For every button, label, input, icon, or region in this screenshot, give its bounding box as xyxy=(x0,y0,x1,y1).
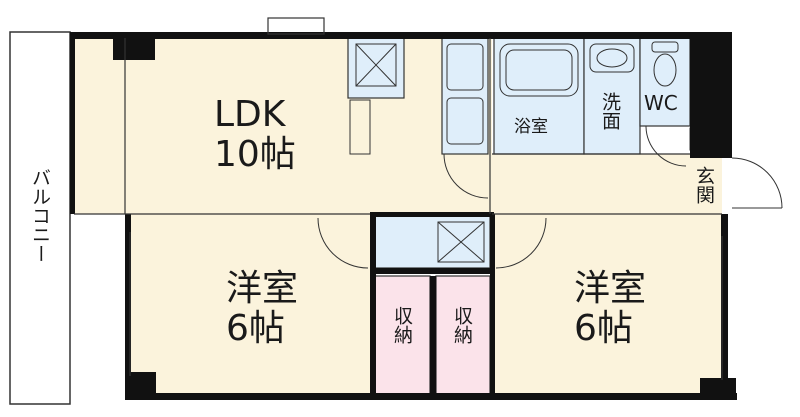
kitchen-sink-icon xyxy=(446,43,484,145)
storage-center xyxy=(373,215,491,269)
closet-right xyxy=(435,275,491,395)
kitchen-island xyxy=(349,99,371,155)
wc-room xyxy=(639,37,691,127)
western-left-label-line2: 6帖 xyxy=(226,308,285,349)
washroom-label: 洗面 xyxy=(599,92,621,130)
closet-right-label: 収納 xyxy=(451,306,473,344)
western-right-label-line2: 6帖 xyxy=(574,308,633,349)
thin-lines xyxy=(74,17,723,380)
western-right-floor xyxy=(492,214,722,396)
door-swings xyxy=(317,125,783,269)
fridge-x-icon xyxy=(355,43,397,87)
balcony-area xyxy=(9,31,71,405)
ldk-label-line1: LDK xyxy=(214,94,287,135)
toilet-icon xyxy=(651,41,679,87)
ldk-label-line2: 10帖 xyxy=(214,134,296,175)
wash-basin-icon xyxy=(589,43,635,73)
balcony-label: バルコニー xyxy=(29,168,51,263)
ldk-floor xyxy=(74,38,492,214)
entrance-label: 玄関 xyxy=(693,166,715,204)
closet-left-label: 収納 xyxy=(391,306,413,344)
wc-label: WC xyxy=(644,91,678,115)
western-left-label-line1: 洋室 xyxy=(226,268,298,309)
walls xyxy=(70,32,737,400)
hall-floor xyxy=(492,154,722,214)
western-left-floor xyxy=(130,214,370,396)
kitchen-counter xyxy=(441,37,489,155)
bath-label: 浴室 xyxy=(514,117,548,137)
western-right-label-line1: 洋室 xyxy=(574,268,646,309)
storage-x-icon xyxy=(437,221,485,263)
bathtub-icon xyxy=(499,43,579,97)
